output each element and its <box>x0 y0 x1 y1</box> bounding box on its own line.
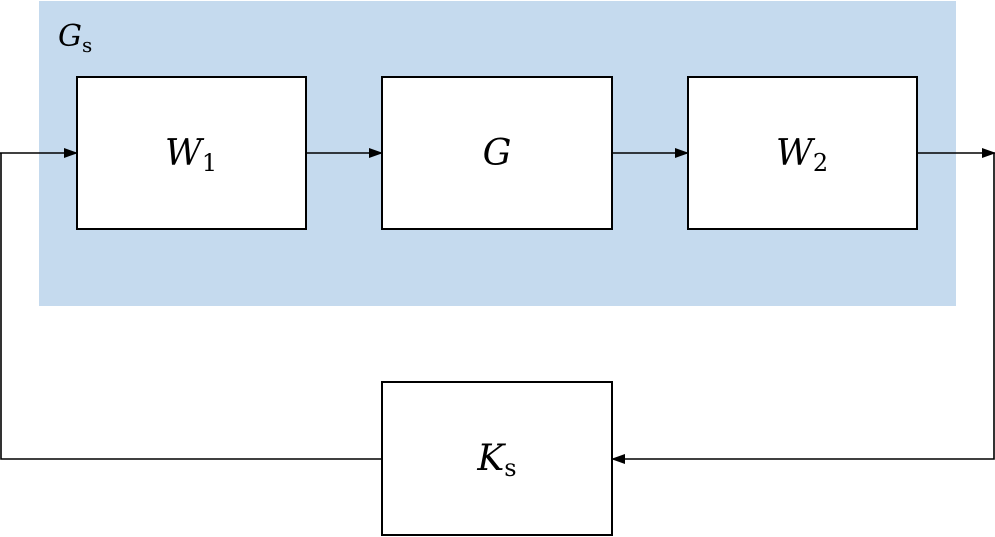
region-label-subscript: s <box>82 33 92 57</box>
block-w2-symbol: W <box>776 133 816 174</box>
block-w1-box <box>76 76 307 230</box>
block-w1: W1 <box>76 76 307 230</box>
block-w2-subscript: 2 <box>813 149 828 177</box>
block-g: G <box>381 76 613 230</box>
region-label: Gs <box>58 19 92 57</box>
block-ks-label: Ks <box>476 438 516 482</box>
block-ks-box <box>381 381 613 536</box>
block-g-label: G <box>483 133 512 174</box>
block-w2-label: W2 <box>776 133 828 177</box>
feedback-arrow <box>611 153 995 464</box>
block-w2: W2 <box>687 76 918 230</box>
region-label-symbol: G <box>58 19 82 54</box>
block-w2-box <box>687 76 918 230</box>
block-w1-label: W1 <box>165 133 217 177</box>
block-w1-symbol: W <box>165 133 205 174</box>
block-ks-subscript: s <box>504 454 516 482</box>
block-ks-symbol: K <box>476 438 506 479</box>
block-w1-subscript: 1 <box>202 149 217 177</box>
feedback-return-line <box>0 153 382 460</box>
block-g-box <box>381 76 613 230</box>
block-ks: Ks <box>381 381 613 536</box>
